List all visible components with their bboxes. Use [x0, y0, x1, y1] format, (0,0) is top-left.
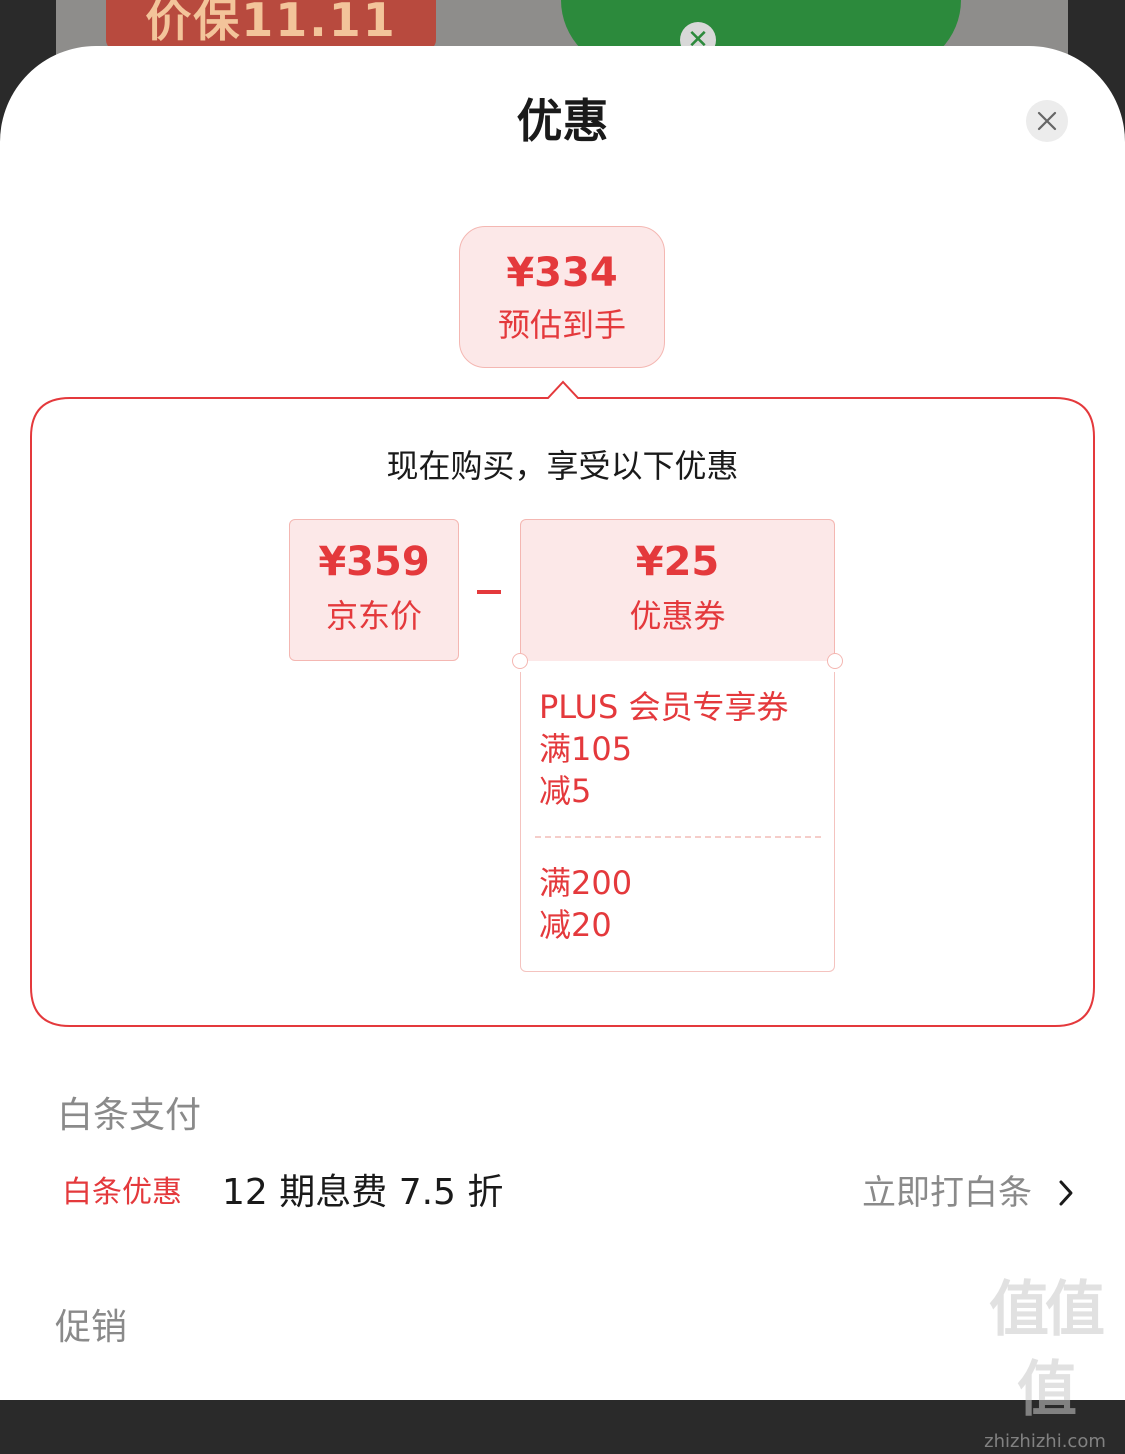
discount-sheet: 优惠 ¥334 预估到手 现在购买，享受以下优惠 ¥359 京东价 ¥25 优惠…: [0, 46, 1125, 1400]
baitiao-offer: 12 期息费 7.5 折: [222, 1172, 504, 1213]
minus-sign: [477, 590, 501, 594]
baitiao-tag: 白条优惠: [62, 1175, 182, 1210]
coupon-detail-line: 满105: [539, 730, 633, 768]
baitiao-pay-link[interactable]: 立即打白条: [862, 1173, 1032, 1213]
coupon-box: ¥25 优惠券: [520, 519, 835, 661]
estimated-price-box: ¥334 预估到手: [459, 226, 665, 368]
close-button[interactable]: [1026, 100, 1068, 142]
coupon-detail-line: PLUS 会员专享券: [539, 688, 789, 726]
estimated-price-label: 预估到手: [497, 306, 626, 344]
jd-price-label: 京东价: [325, 597, 422, 635]
coupon-divider: [535, 836, 821, 838]
coupon-label: 优惠券: [629, 597, 726, 635]
sheet-title: 优惠: [516, 94, 609, 148]
breakdown-panel-outline: [30, 380, 1095, 1027]
watermark-logo: 值值值: [989, 1275, 1105, 1425]
promo-banner: 价保11.11: [106, 0, 436, 50]
chevron-right-icon[interactable]: [1058, 1179, 1074, 1207]
watermark: 值值值 zhizhizhi.com: [970, 1270, 1120, 1452]
jd-price-value: ¥359: [318, 539, 430, 585]
baitiao-section-title: 白条支付: [57, 1095, 202, 1136]
coupon-notch-left: [512, 653, 528, 669]
coupon-detail-item: 满200 减20: [539, 862, 632, 946]
coupon-notch-right: [827, 653, 843, 669]
coupon-details: PLUS 会员专享券 满105 减5 满200 减20: [520, 672, 835, 972]
coupon-detail-item: PLUS 会员专享券 满105 减5: [539, 686, 788, 812]
jd-price-box: ¥359 京东价: [289, 519, 459, 661]
promotion-section-title: 促销: [55, 1307, 128, 1348]
coupon-detail-line: 满200: [539, 864, 633, 902]
breakdown-heading: 现在购买，享受以下优惠: [386, 447, 739, 485]
estimated-price: ¥334: [506, 250, 618, 296]
watermark-site: zhizhizhi.com: [984, 1431, 1106, 1452]
coupon-value: ¥25: [635, 539, 720, 585]
coupon-detail-line: 减5: [539, 772, 592, 810]
coupon-detail-line: 减20: [539, 906, 612, 944]
close-icon: [1037, 111, 1057, 131]
